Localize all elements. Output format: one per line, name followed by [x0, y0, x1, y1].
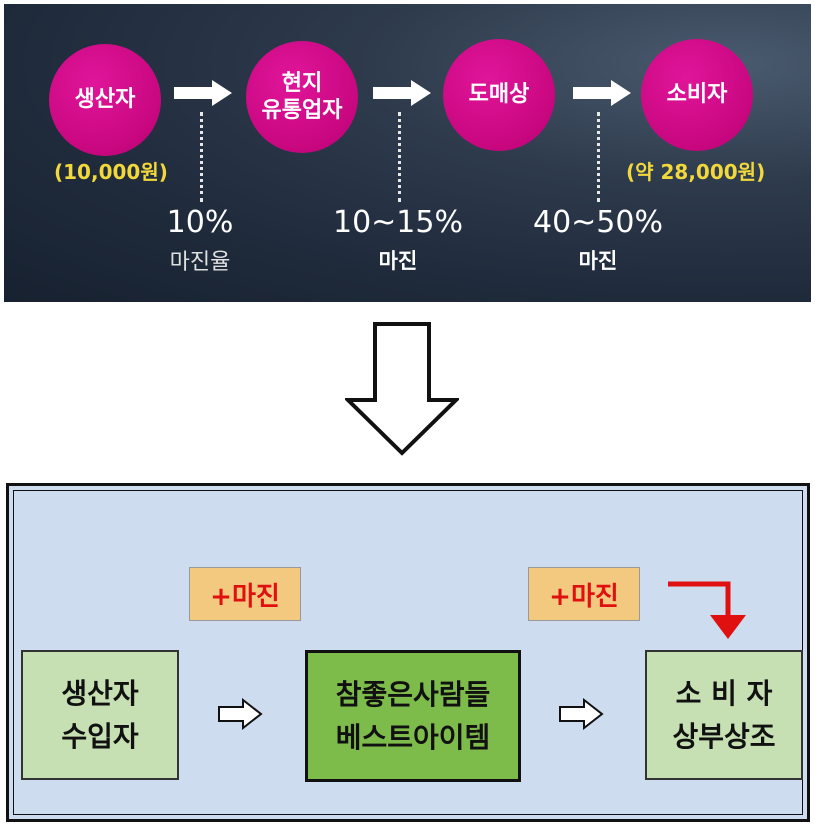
red-down-arrow-icon: [668, 581, 746, 639]
hollow-arrow-icon: [218, 698, 263, 730]
stage-local-distributor-label: 현지 유통업자: [261, 70, 343, 124]
dotted-connector: [597, 112, 600, 202]
producer-price: (10,000원): [54, 160, 168, 184]
node-consumer-mutual-aid-label: 소 비 자 상부상조: [672, 676, 776, 753]
margin-percent-1: 10%: [166, 205, 234, 240]
margin-tag-1-label: +마진: [210, 581, 280, 612]
hollow-arrow-icon: [559, 698, 604, 730]
node-producer-importer: 생산자 수입자: [21, 650, 179, 780]
node-company: 참좋은사람들 베스트아이템: [305, 650, 521, 782]
stage-consumer: 소비자: [641, 39, 753, 151]
margin-tag-1: +마진: [189, 567, 301, 621]
node-company-label: 참좋은사람들 베스트아이템: [335, 677, 491, 754]
margin-label-3: 마진: [578, 249, 618, 273]
node-consumer-mutual-aid: 소 비 자 상부상조: [645, 650, 803, 780]
stage-producer: 생산자: [49, 44, 161, 156]
margin-tag-2-label: +마진: [549, 581, 619, 612]
node-producer-importer-label: 생산자 수입자: [61, 676, 139, 753]
stage-wholesaler: 도매상: [443, 39, 555, 151]
margin-percent-3: 40~50%: [533, 205, 663, 240]
dotted-connector: [398, 112, 401, 202]
dotted-connector: [200, 112, 203, 202]
margin-tag-2: +마진: [528, 567, 640, 621]
stage-local-distributor: 현지 유통업자: [246, 41, 358, 153]
consumer-price: (약 28,000원): [626, 160, 766, 184]
flow-arrow-icon: [373, 80, 431, 106]
stage-producer-label: 생산자: [74, 87, 136, 113]
flow-arrow-icon: [174, 80, 232, 106]
new-distribution-panel: +마진 +마진 생산자 수입자 참좋은사람들 베스트아이템 소 비 자 상부상조: [6, 483, 810, 822]
margin-label-1: 마진율: [169, 250, 231, 275]
margin-structure-banner: 생산자 현지 유통업자 도매상 소비자 (10,000원) (약 28,000원…: [4, 4, 811, 302]
margin-percent-2: 10~15%: [333, 205, 463, 240]
flow-arrow-icon: [573, 80, 631, 106]
down-arrow-icon: [345, 322, 459, 456]
stage-wholesaler-label: 도매상: [468, 82, 530, 108]
stage-consumer-label: 소비자: [666, 82, 728, 108]
margin-label-2: 마진: [378, 249, 418, 273]
